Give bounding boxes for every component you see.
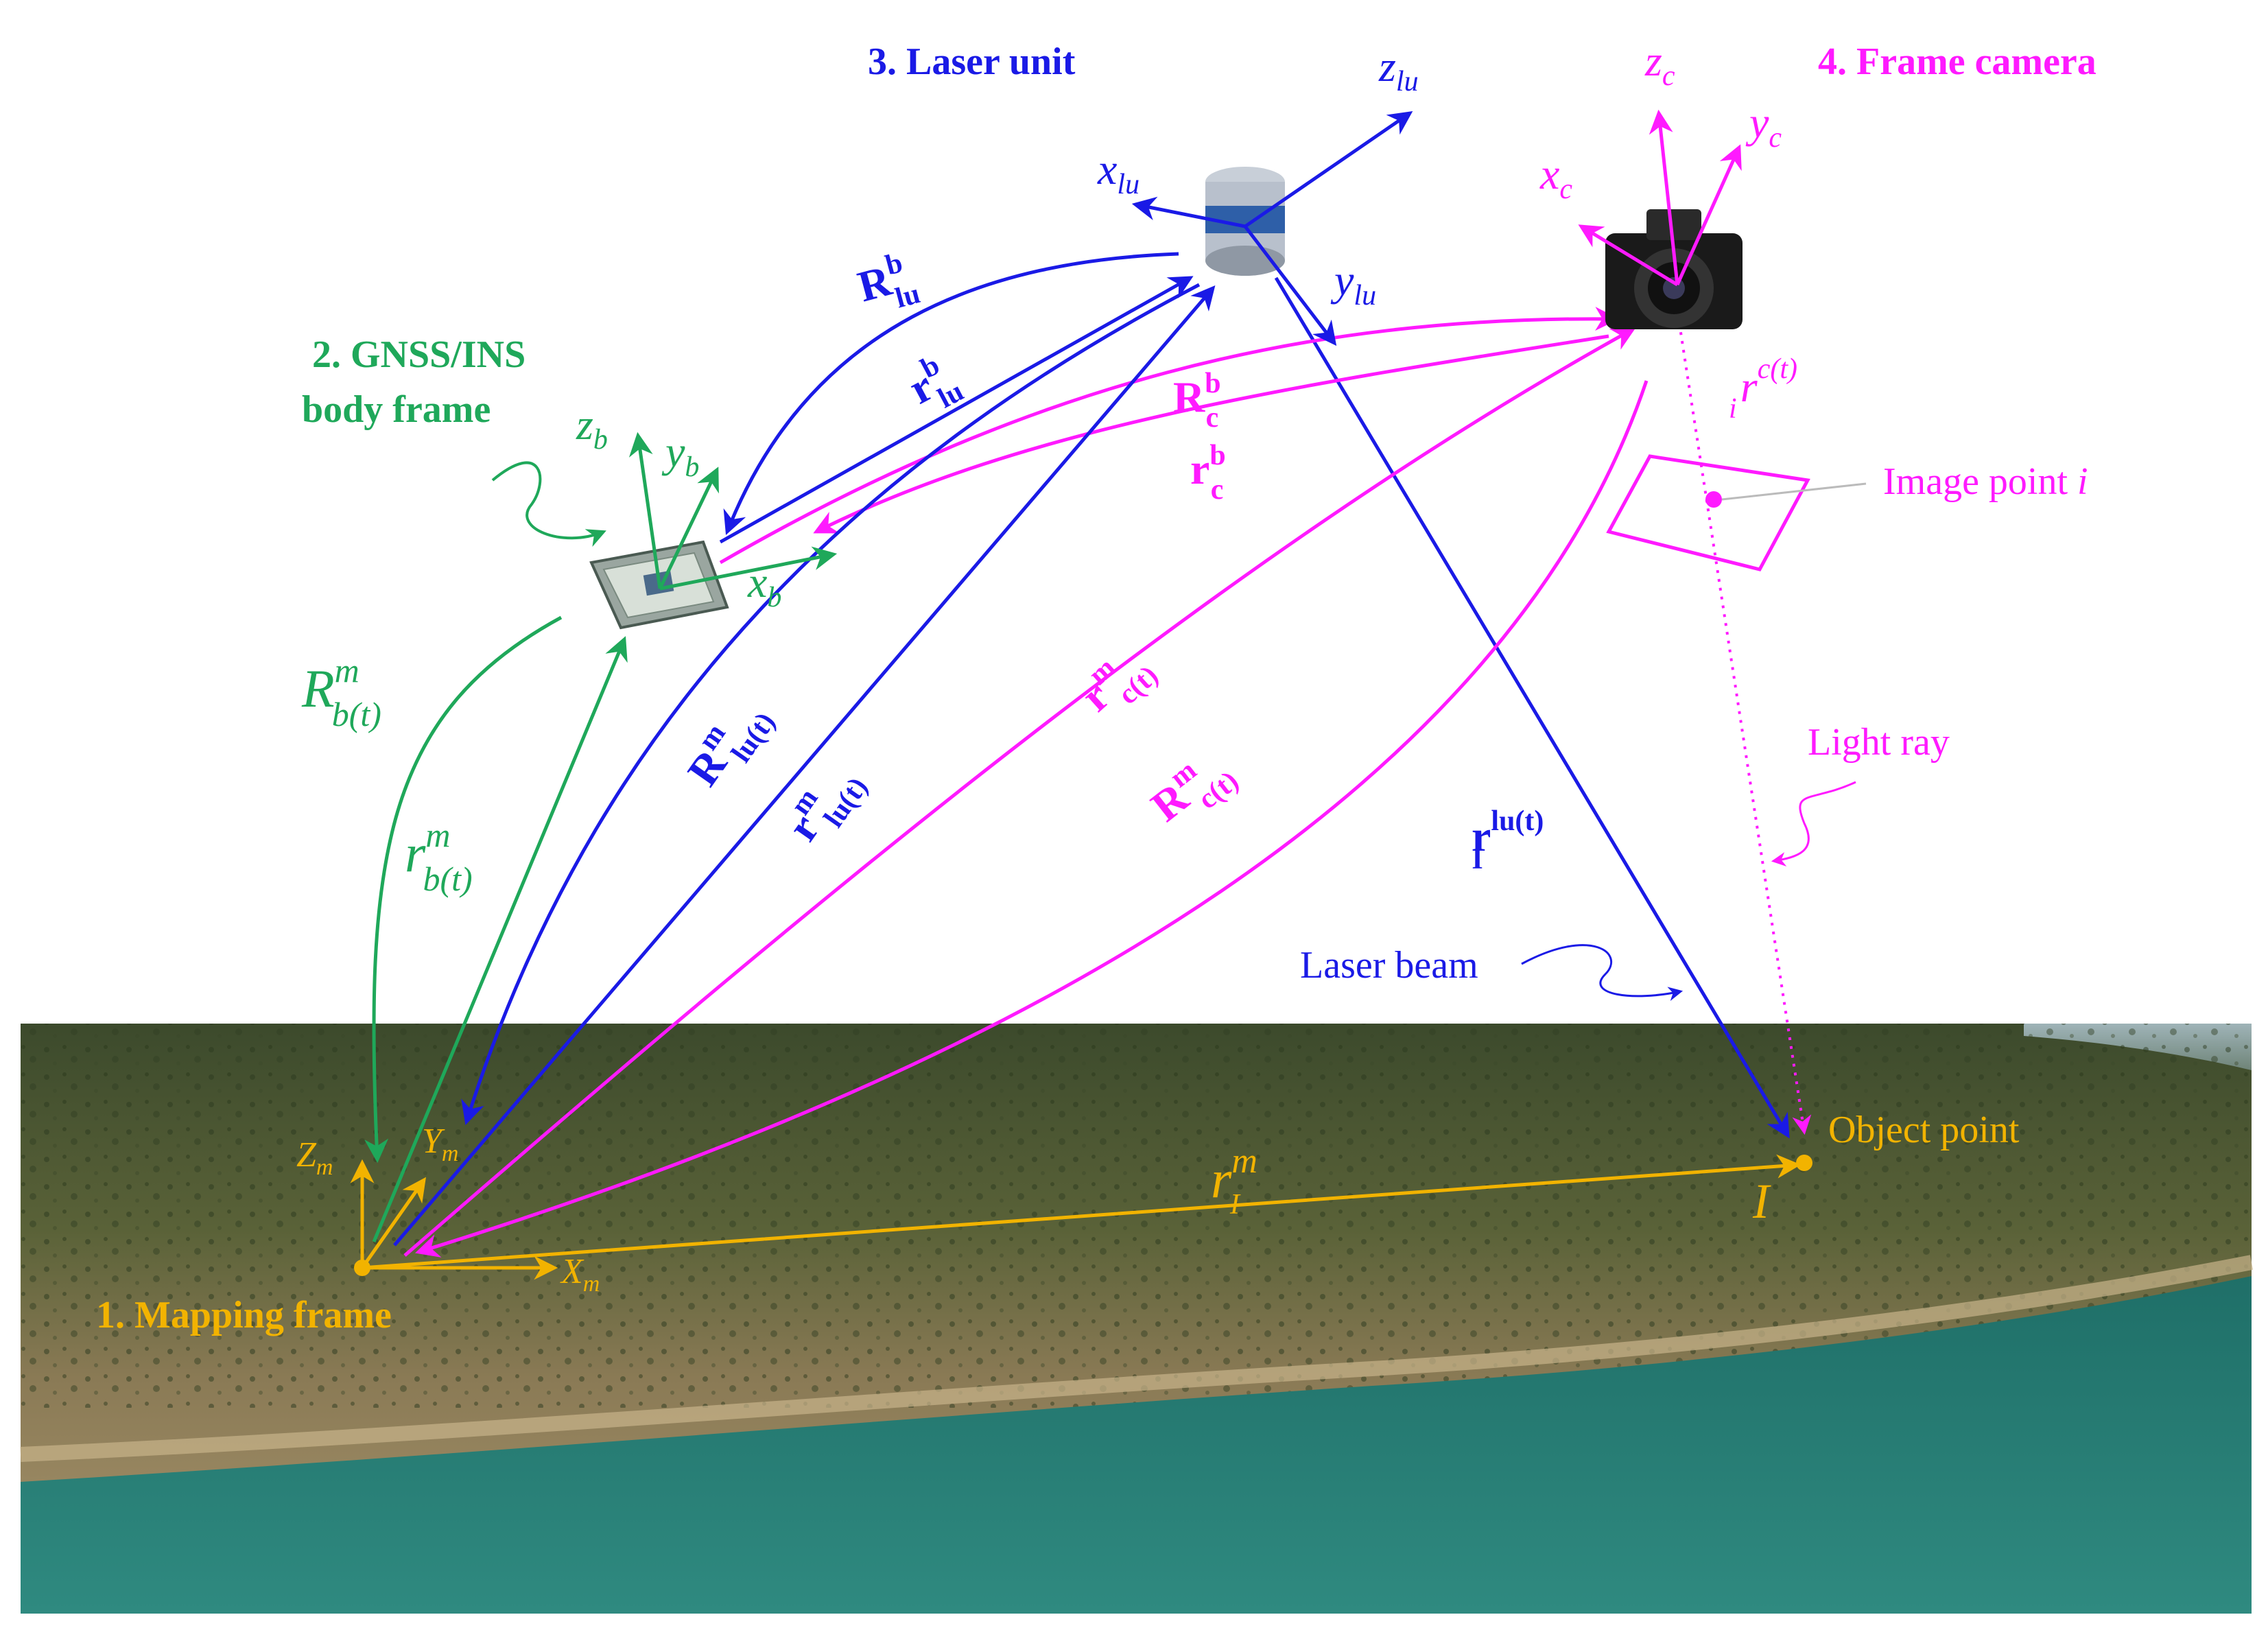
camera-x-label: xc [1539, 150, 1572, 205]
body-y-label: yb [661, 427, 699, 483]
light-ray-label: Light ray [1808, 721, 1950, 764]
R-c-m-arrow [414, 380, 1649, 1258]
mapping-frame-title: 1. Mapping frame [96, 1294, 392, 1336]
R-c-m-label: Rmc(t) [1139, 738, 1245, 840]
light-ray-line [1673, 287, 1812, 1135]
R-lu-b-label: Rblu [851, 245, 923, 323]
laser-z-label: zlu [1378, 42, 1419, 97]
body-z-label: zb [576, 400, 608, 456]
R-b-m-arrow [364, 615, 563, 1164]
laser-beam-squiggle [1521, 944, 1684, 1002]
mapping-z-label: Zm [296, 1135, 333, 1180]
mapping-origin-dot [354, 1260, 370, 1276]
r-lu-b-label: rblu [899, 345, 969, 424]
body-x-label: xb [747, 558, 781, 613]
r-c-m-label: rmc(t) [1068, 634, 1164, 730]
mapping-x-label: Xm [560, 1252, 600, 1297]
r-c-m-arrow [403, 327, 1636, 1257]
laser-y-label: ylu [1330, 256, 1376, 311]
laser-beam-line [1274, 276, 1790, 1139]
laser-frame-axes [1131, 111, 1413, 346]
object-I-label: I [1752, 1174, 1771, 1229]
laser-unit-title: 3. Laser unit [868, 40, 1076, 83]
r-lu-b-arrow [719, 276, 1194, 544]
object-point-dot [1796, 1155, 1812, 1171]
r-b-m-arrow [372, 636, 628, 1242]
laser-x-label: xlu [1097, 145, 1139, 200]
image-plane [1606, 454, 1810, 571]
r-lu-m-label: rmlu(t) [774, 752, 875, 856]
camera-frame-axes [1578, 109, 1742, 287]
image-point-dot [1705, 491, 1722, 508]
r-I-lu-label: rlu(t)I [1472, 805, 1544, 875]
R-lu-m-label: Rmlu(t) [674, 687, 782, 802]
r-c-b-arrow [813, 334, 1609, 534]
mapping-frame-axes [350, 1159, 558, 1280]
r-i-c-label: rc(t)i [1729, 353, 1797, 425]
r-I-m-arrow [362, 1154, 1802, 1270]
R-c-b-arrow [719, 307, 1620, 565]
R-lu-m-arrow [461, 283, 1201, 1126]
camera-y-label: yc [1745, 98, 1782, 154]
object-point-label: Object point [1828, 1109, 2020, 1151]
gnss-pointer-squiggle [491, 461, 606, 547]
gnss-title-line2: body frame [302, 388, 491, 431]
body-frame-axes [628, 432, 838, 591]
landscape-photo [20, 1024, 2254, 1614]
camera-image [1605, 209, 1743, 329]
mapping-y-label: Ym [422, 1122, 458, 1166]
r-lu-m-arrow [393, 285, 1216, 1247]
gnss-title-line1: 2. GNSS/INS [312, 333, 525, 376]
camera-z-label: zc [1644, 36, 1675, 92]
R-lu-b-arrow [723, 252, 1179, 535]
image-point-label: Image point i [1883, 460, 2088, 503]
laser-beam-label: Laser beam [1300, 944, 1478, 987]
frame-camera-title: 4. Frame camera [1818, 40, 2096, 83]
image-point-leader [1721, 482, 1867, 501]
light-ray-squiggle [1771, 781, 1856, 866]
